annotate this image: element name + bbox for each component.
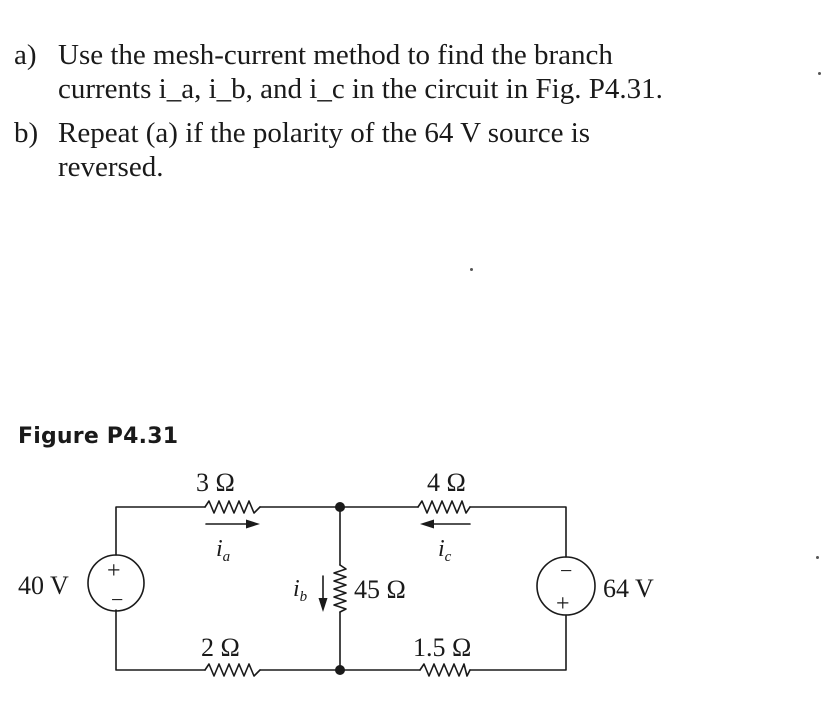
label-source-left: 40 V — [18, 571, 69, 600]
label-current-ic: ic — [438, 536, 452, 565]
figure-label: Figure P4.31 — [18, 424, 179, 449]
label-r-bottom-left: 2 Ω — [201, 633, 240, 662]
wire-bottom-left — [115, 609, 206, 671]
label-r-top-right: 4 Ω — [427, 468, 466, 497]
arrowhead-down-icon — [318, 598, 328, 612]
junction-node — [335, 665, 345, 675]
current-subscript: c — [445, 549, 452, 565]
polarity-minus: − — [111, 587, 123, 612]
problem-text: Repeat (a) if the polarity of the 64 V s… — [58, 116, 814, 184]
resistor-45-ohm — [333, 564, 347, 613]
resistor-4-ohm — [417, 500, 471, 514]
polarity-plus: + — [107, 558, 121, 584]
problem-b: b) Repeat (a) if the polarity of the 64 … — [14, 116, 814, 184]
problem-line: currents i_a, i_b, and i_c in the circui… — [58, 73, 663, 105]
junction-node — [335, 502, 345, 512]
wire-top-right-b — [469, 506, 567, 558]
label-r-top-left: 3 Ω — [196, 468, 235, 497]
label-r-bottom-right: 1.5 Ω — [413, 633, 471, 662]
polarity-plus: + — [556, 591, 570, 617]
label-current-ib: ib — [293, 576, 308, 605]
scan-speck — [816, 556, 819, 559]
voltage-source-40v — [87, 554, 145, 612]
problem-letter: b) — [14, 117, 39, 149]
problem-line: reversed. — [58, 151, 164, 183]
current-symbol: i — [216, 536, 223, 562]
current-symbol: i — [438, 536, 445, 562]
scan-speck — [818, 72, 821, 75]
wire-top-left — [115, 506, 206, 556]
voltage-source-64v — [536, 556, 596, 616]
current-symbol: i — [293, 576, 300, 602]
problem-text: Use the mesh-current method to find the … — [58, 38, 814, 106]
resistor-1-5-ohm — [419, 663, 471, 677]
polarity-minus: − — [560, 558, 572, 583]
label-source-right: 64 V — [603, 574, 654, 603]
label-current-ia: ia — [216, 536, 230, 565]
problem-line: Repeat (a) if the polarity of the 64 V s… — [58, 117, 591, 149]
problem-a: a) Use the mesh-current method to find t… — [14, 38, 814, 106]
current-subscript: a — [223, 549, 231, 565]
resistor-3-ohm — [204, 500, 261, 514]
resistor-2-ohm — [204, 663, 261, 677]
problem-statement: a) Use the mesh-current method to find t… — [14, 38, 814, 194]
arrowhead-left-icon — [420, 519, 434, 529]
wire-bottom-right-b — [469, 614, 567, 671]
arrowhead-right-icon — [246, 519, 260, 529]
problem-line: Use the mesh-current method to find the … — [58, 39, 613, 71]
scan-speck — [470, 268, 473, 271]
label-r-middle: 45 Ω — [354, 575, 406, 604]
current-subscript: b — [300, 589, 308, 605]
problem-letter: a) — [14, 39, 37, 71]
